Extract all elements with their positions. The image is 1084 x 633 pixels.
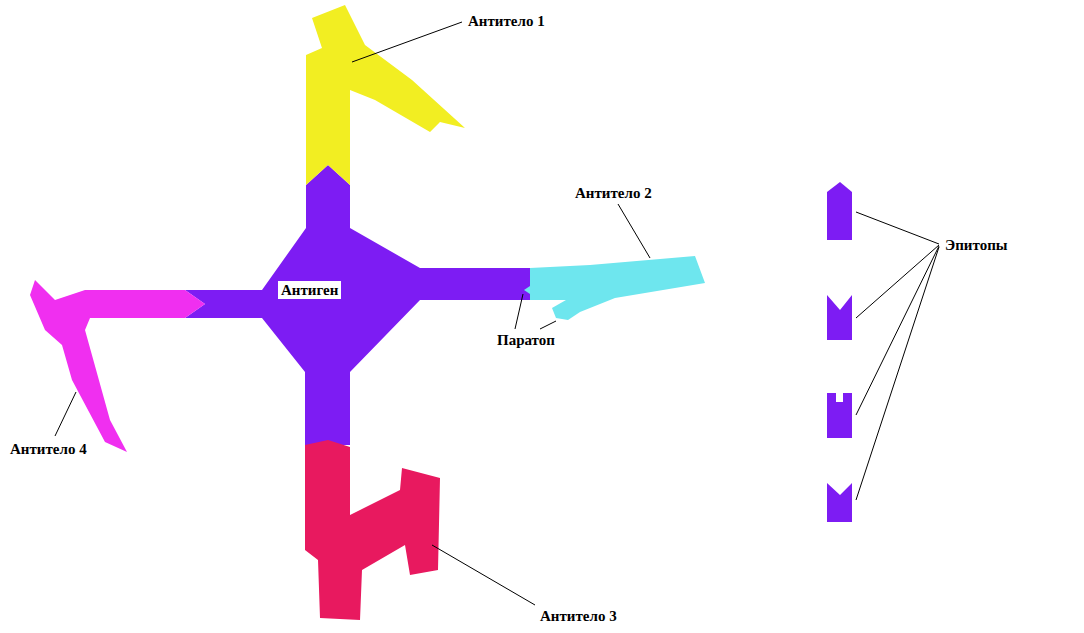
leader-line <box>432 545 535 605</box>
leader-line <box>55 392 76 436</box>
leader-line <box>856 247 939 500</box>
leader-line <box>856 246 939 415</box>
epitope-shape <box>827 295 852 340</box>
epitope-shape <box>827 393 852 438</box>
antigen-shape <box>185 165 530 445</box>
node-text: Антиген <box>281 281 338 299</box>
antibody-shape <box>30 280 205 452</box>
part-label: Паратоп <box>497 331 555 349</box>
part-label: Антитело 3 <box>540 607 617 625</box>
epitope-shape <box>827 483 852 522</box>
part-label: Антитело 2 <box>575 184 652 202</box>
antibody-shape <box>524 256 705 320</box>
part-label: Антитело 4 <box>10 440 87 458</box>
part-label: Антитело 1 <box>468 12 545 30</box>
antigen-label-box: Антиген <box>278 281 341 299</box>
leader-line <box>856 245 939 318</box>
part-label: Эпитопы <box>945 236 1007 254</box>
epitope-shape <box>827 182 852 240</box>
antibody-shape <box>306 5 465 185</box>
leader-line <box>856 212 939 244</box>
leader-line <box>540 321 556 329</box>
leader-line <box>352 22 462 62</box>
leader-line <box>515 294 523 329</box>
antibody-shape <box>305 440 440 620</box>
leader-line <box>618 204 650 258</box>
